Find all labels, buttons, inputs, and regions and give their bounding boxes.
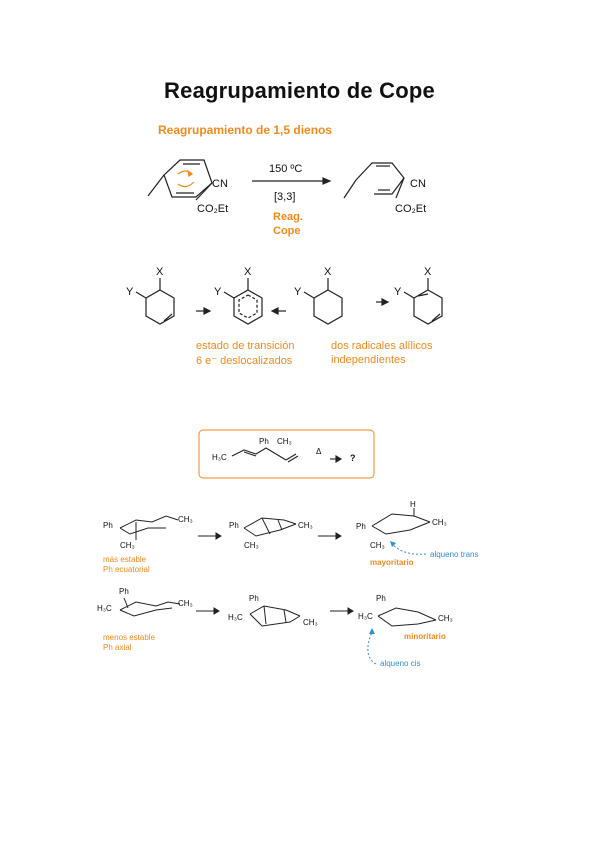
row1-prod-ch3-b: CH₃ — [432, 518, 447, 527]
row1-prod-ch3-a: CH₃ — [370, 541, 385, 550]
box-question: ? — [350, 453, 356, 463]
label-y-1: Y — [126, 286, 134, 298]
row1-arrow-2 — [318, 532, 342, 540]
caption-transition-line1: estado de transición — [196, 340, 295, 352]
caption-transition-line2: 6 e⁻ deslocalizados — [196, 355, 293, 367]
structure-1 — [135, 278, 175, 325]
box-h3c: H₃C — [212, 453, 227, 462]
row2-ts — [249, 605, 301, 627]
page-title: Reagrupamiento de Cope — [164, 78, 435, 103]
row2-mid-h3c: H₃C — [228, 613, 243, 622]
label-y-3: Y — [294, 286, 302, 298]
row2-h3c: H₃C — [97, 604, 112, 613]
label-x-4: X — [424, 266, 432, 278]
row1-chair — [119, 515, 179, 540]
row1-ph: Ph — [103, 521, 113, 530]
reaction-arrow-1 — [252, 177, 332, 185]
row1-arrow-1 — [198, 532, 222, 540]
reactant-cn: CN — [212, 178, 228, 190]
row2-mid-ph: Ph — [249, 594, 259, 603]
row1-mid-ch3-b: CH₃ — [298, 521, 313, 530]
label-x-1: X — [156, 266, 164, 278]
arrow-3 — [270, 307, 286, 315]
condition-temperature: 150 ºC — [269, 163, 303, 175]
row1-product — [371, 508, 431, 535]
box-ch3: CH₃ — [277, 437, 292, 446]
row1-annotation: alqueno trans — [430, 550, 479, 559]
condition-type: [3,3] — [274, 191, 296, 203]
row1-mid-ph: Ph — [229, 521, 239, 530]
arrow-4 — [376, 298, 390, 306]
row2-prod-ph: Ph — [376, 594, 386, 603]
label-x-2: X — [244, 266, 252, 278]
label-y-2: Y — [214, 286, 222, 298]
section1-heading: Reagrupamiento de 1,5 dienos — [158, 123, 333, 137]
row1-ch3-b: CH₃ — [178, 515, 193, 524]
row1-prod-ph: Ph — [356, 522, 366, 531]
row2-arrow-2 — [330, 607, 354, 615]
structure-4 — [403, 278, 443, 325]
row2-chair — [119, 597, 181, 617]
product-diene-structure — [343, 162, 405, 199]
row2-prod-label: minoritario — [404, 632, 446, 641]
row2-mid-ch3: CH₃ — [303, 618, 318, 627]
structure-transition-state — [223, 278, 263, 325]
row1-mid-ch3-a: CH₃ — [244, 541, 259, 550]
structure-diradical — [303, 278, 343, 325]
row2-arrow-1 — [196, 607, 220, 615]
row1-caption-line2: Ph ecuatorial — [103, 565, 150, 574]
row2-caption-line1: menos estable — [103, 633, 156, 642]
reaction-label-reag: Reag. — [273, 211, 303, 223]
caption-radicals-line2: independientes — [331, 354, 406, 366]
row1-prod-label: mayoritario — [370, 558, 414, 567]
row1-annotation-arrow — [391, 543, 427, 555]
product-co2et: CO₂Et — [395, 203, 427, 215]
box-arrow — [330, 455, 343, 463]
caption-radicals-line1: dos radicales alílicos — [331, 340, 433, 352]
row2-prod-h3c: H₃C — [358, 612, 373, 621]
row2-annotation: alqueno cis — [380, 659, 421, 668]
box-chain — [231, 447, 299, 463]
label-y-4: Y — [394, 286, 402, 298]
row2-caption-line2: Ph axial — [103, 643, 132, 652]
row1-caption-line1: más estable — [103, 555, 147, 564]
label-x-3: X — [324, 266, 332, 278]
electron-arrows — [177, 169, 195, 188]
arrow-2 — [196, 307, 212, 315]
reaction-label-cope: Cope — [273, 225, 301, 237]
reactant-co2et: CO₂Et — [197, 203, 229, 215]
row1-ch3-a: CH₃ — [120, 541, 135, 550]
row1-prod-h: H — [410, 500, 416, 509]
question-box — [198, 429, 375, 479]
row2-ch3: CH₃ — [178, 599, 193, 608]
row2-annotation-arrow — [367, 631, 377, 665]
row2-ph: Ph — [119, 587, 129, 596]
reactant-diene-structure — [147, 159, 213, 201]
row2-prod-ch3: CH₃ — [438, 614, 453, 623]
row2-product — [377, 607, 437, 627]
row1-ts — [243, 517, 297, 537]
box-ph: Ph — [259, 437, 269, 446]
product-cn: CN — [410, 178, 426, 190]
box-delta: Δ — [316, 447, 322, 456]
